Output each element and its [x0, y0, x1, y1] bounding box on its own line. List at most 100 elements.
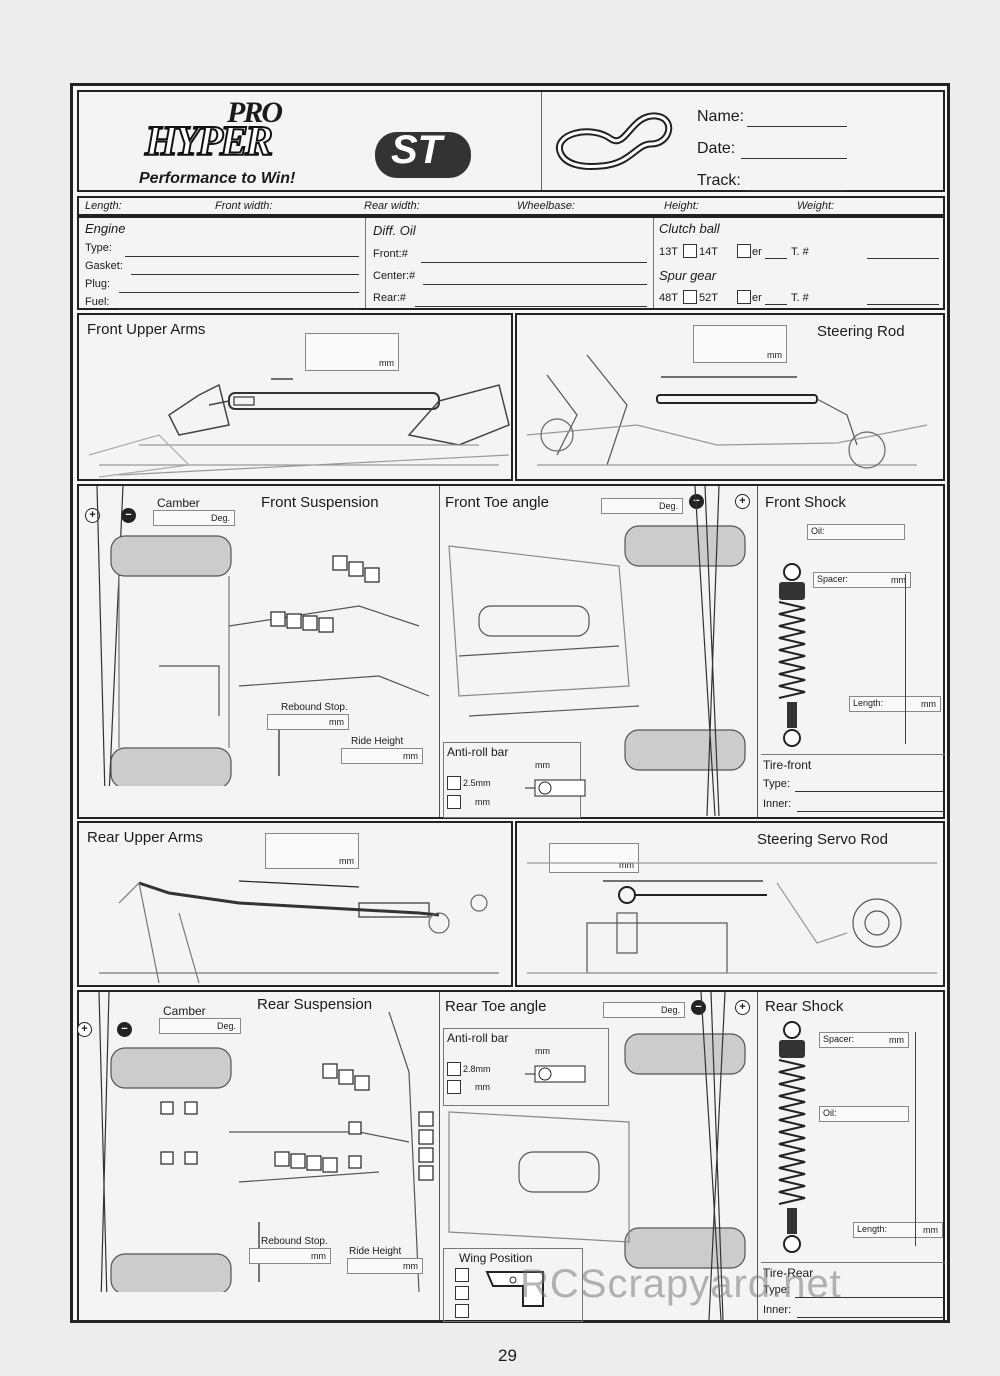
front-toe-field[interactable]: Deg. [601, 498, 683, 514]
front-spacer-field[interactable]: mm [813, 572, 911, 588]
spur-48t-checkbox[interactable] [683, 290, 697, 304]
logo-st: ST [391, 128, 443, 172]
front-upper-arms-diagram [88, 378, 510, 478]
engine-gasket-field[interactable] [131, 274, 359, 275]
tire-front-inner-label: Inner: [763, 798, 792, 810]
rear-toe-field[interactable]: Deg. [603, 1002, 685, 1018]
rear-bar-other-checkbox[interactable] [447, 1080, 461, 1094]
diff-rear-label: Rear:# [373, 292, 407, 304]
spur-other-field[interactable] [765, 304, 787, 305]
rear-length-field[interactable]: mm [853, 1222, 943, 1238]
tire-rear-type-field[interactable] [795, 1297, 943, 1298]
rear-spacer-field[interactable]: mm [819, 1032, 909, 1048]
mm-unit: mm [923, 1225, 938, 1235]
steering-rod-field[interactable]: mm [693, 325, 787, 363]
wing-position-3-checkbox[interactable] [455, 1304, 469, 1318]
name-field[interactable] [747, 126, 847, 127]
tire-front-inner-field[interactable] [797, 811, 943, 812]
steering-servo-rod-field[interactable]: mm [549, 843, 639, 873]
front-oil-field[interactable] [807, 524, 905, 540]
front-bar-other-checkbox[interactable] [447, 795, 461, 809]
rear-toe-diagram [448, 992, 746, 1320]
rear-oil-label: Oil: [823, 1108, 837, 1118]
clutch-title: Clutch ball [659, 221, 720, 236]
clutch-number-field[interactable] [867, 258, 939, 259]
steering-servo-rod-diagram [527, 862, 937, 974]
rear-upper-arms-panel: Rear Upper Arms mm [77, 821, 513, 987]
rear-ride-height-field[interactable]: mm [347, 1258, 423, 1274]
wing-position-1-checkbox[interactable] [455, 1268, 469, 1282]
rear-bar-2-8-checkbox[interactable] [447, 1062, 461, 1076]
name-label: Name: [697, 108, 745, 125]
watermark: RCScrapyard.net [520, 1262, 842, 1306]
mm-unit: mm [535, 1046, 550, 1056]
tire-rear-inner-label: Inner: [763, 1304, 792, 1316]
rear-upper-arms-diagram [99, 880, 499, 984]
mm-unit: mm [311, 1251, 326, 1261]
diff-center-field[interactable] [423, 284, 647, 285]
spur-t-label: T. # [791, 292, 809, 304]
clutch-other-field[interactable] [765, 258, 787, 259]
logo-pro: PRO [227, 96, 283, 129]
rear-upper-arms-field[interactable]: mm [265, 833, 359, 869]
divider [757, 486, 758, 817]
steering-servo-rod-panel: Steering Servo Rod mm [515, 821, 945, 987]
diff-rear-field[interactable] [415, 306, 647, 307]
engine-type-field[interactable] [125, 256, 359, 257]
tire-front-title: Tire-front [763, 758, 812, 772]
front-bar-2-5-checkbox[interactable] [447, 776, 461, 790]
front-setup-panel: + − Camber Deg. Front Suspension [77, 484, 945, 819]
front-ride-height-field[interactable]: mm [341, 748, 423, 764]
front-bar-2-5-label: 2.5mm [463, 778, 491, 788]
front-rebound-field[interactable]: mm [267, 714, 349, 730]
engine-plug-field[interactable] [119, 292, 359, 293]
clutch-other-checkbox[interactable] [737, 244, 751, 258]
plus-icon: + [85, 508, 100, 523]
engine-fuel-field[interactable] [119, 309, 359, 310]
date-label: Date: [697, 140, 736, 157]
rear-upper-arms-title: Rear Upper Arms [87, 829, 203, 846]
plus-icon: + [77, 1022, 92, 1037]
spur-number-field[interactable] [867, 304, 939, 305]
diff-front-field[interactable] [421, 262, 647, 263]
spur-48t-label: 48T [659, 292, 678, 304]
engine-diff-clutch-box: Engine Type: Gasket: Plug: Fuel: Diff. O… [77, 216, 945, 310]
mm-unit: mm [619, 860, 634, 870]
divider [761, 1262, 945, 1263]
mm-unit: mm [475, 797, 490, 807]
front-length-field[interactable]: mm [849, 696, 941, 712]
diff-center-label: Center:# [373, 270, 416, 282]
date-field[interactable] [741, 158, 847, 159]
wing-position-2-checkbox[interactable] [455, 1286, 469, 1300]
rear-setup-panel: + − Camber Deg. Rear Suspension [77, 990, 945, 1322]
engine-title: Engine [85, 221, 126, 236]
divider [653, 218, 654, 308]
front-width-label: Front width: [215, 200, 273, 212]
logo-hyper: HYPER [144, 118, 274, 166]
rear-rebound-field[interactable]: mm [249, 1248, 331, 1264]
tire-rear-inner-field[interactable] [797, 1317, 943, 1318]
mm-unit: mm [339, 856, 354, 866]
track-field[interactable] [747, 190, 847, 191]
rear-suspension-diagram [98, 992, 434, 1292]
clutch-other-label: er [752, 246, 762, 258]
front-upper-arms-field[interactable]: mm [305, 333, 399, 371]
front-suspension-diagram [96, 486, 430, 786]
wing-position-box [443, 1248, 583, 1322]
logo-slogan: Performance to Win! [139, 170, 296, 187]
mm-unit: mm [379, 358, 394, 368]
rear-oil-field[interactable] [819, 1106, 909, 1122]
front-camber-field[interactable]: Deg. [153, 510, 235, 526]
tire-rear-type-label: Type: [763, 1284, 790, 1296]
rear-camber-field[interactable]: Deg. [159, 1018, 241, 1034]
deg-unit: Deg. [216, 1021, 236, 1031]
tire-front-type-field[interactable] [795, 791, 943, 792]
clutch-13t-checkbox[interactable] [683, 244, 697, 258]
front-upper-arms-panel: Front Upper Arms mm [77, 313, 513, 481]
setup-sheet: PRO HYPER ST Performance to Win! Name: D… [70, 83, 950, 1323]
mm-unit: mm [329, 717, 344, 727]
logo: PRO HYPER ST Performance to Win! [79, 92, 539, 190]
spur-other-checkbox[interactable] [737, 290, 751, 304]
height-label: Height: [664, 200, 699, 212]
mm-unit: mm [921, 699, 936, 709]
